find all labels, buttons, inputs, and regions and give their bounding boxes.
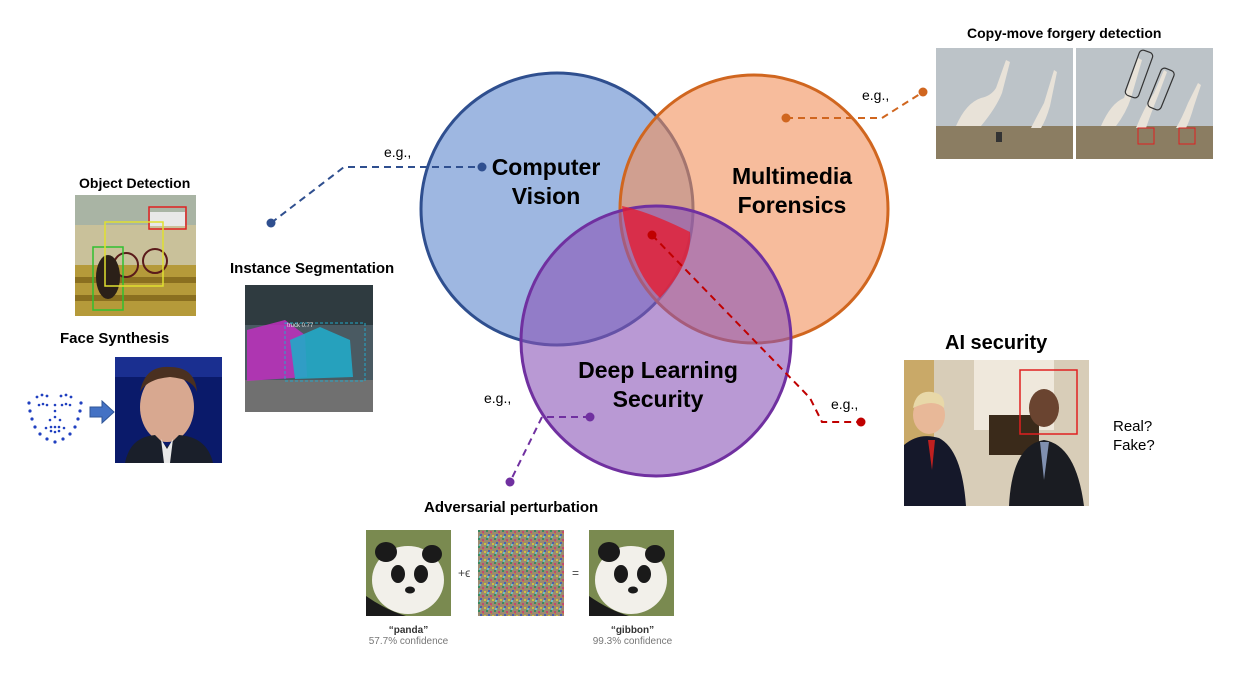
mf-connector-dot-end bbox=[918, 87, 928, 97]
multimedia-forensics-label-line2: Forensics bbox=[737, 192, 847, 218]
panda-label: “panda” bbox=[388, 625, 429, 636]
equals-sign: = bbox=[572, 566, 580, 580]
ai-connector-dot-end bbox=[856, 417, 866, 427]
noise-perturbation-image bbox=[478, 530, 564, 616]
instance-seg-tag: truck 0.77 bbox=[287, 323, 314, 329]
panda-adversarial-image bbox=[589, 530, 674, 616]
dls-connector-dot-end bbox=[505, 477, 515, 487]
instance-segmentation-caption: Instance Segmentation bbox=[230, 260, 395, 277]
plus-epsilon-sign: +ϵ bbox=[458, 566, 471, 580]
object-detection-caption: Object Detection bbox=[79, 175, 191, 191]
panda-original-image bbox=[366, 530, 451, 616]
deep-learning-security-label: Deep Learning Security bbox=[558, 356, 758, 414]
real-question: Real? bbox=[1113, 418, 1153, 435]
cv-eg-label: e.g., bbox=[384, 144, 412, 160]
ai-eg-label: e.g., bbox=[831, 396, 859, 412]
gibbon-confidence: 99.3% confidence bbox=[592, 636, 673, 647]
copy-move-caption: Copy-move forgery detection bbox=[967, 25, 1162, 41]
ai-connector-dot-start bbox=[647, 230, 657, 240]
face-synthesis-image bbox=[115, 357, 222, 463]
deep-learning-security-circle bbox=[519, 204, 793, 478]
ai-security-caption: AI security bbox=[945, 332, 1048, 354]
real-fake-question: Real? Fake? bbox=[1113, 417, 1155, 455]
computer-vision-label-line1: Computer bbox=[491, 154, 601, 180]
object-detection-image bbox=[75, 195, 196, 316]
triple-intersection bbox=[622, 206, 691, 298]
multimedia-forensics-label-line1: Multimedia bbox=[731, 163, 853, 189]
cv-connector-dot-end bbox=[477, 162, 487, 172]
computer-vision-label: Computer Vision bbox=[466, 153, 626, 211]
copy-move-original-image bbox=[936, 48, 1073, 159]
computer-vision-label-line2: Vision bbox=[511, 183, 581, 209]
arrow-right-icon bbox=[89, 400, 115, 424]
copy-move-detected-image bbox=[1076, 48, 1213, 159]
adversarial-caption: Adversarial perturbation bbox=[424, 499, 599, 516]
face-landmarks-icon bbox=[27, 393, 83, 444]
ai-security-image bbox=[904, 360, 1089, 506]
dls-connector-dot-start bbox=[585, 412, 595, 422]
multimedia-forensics-label: Multimedia Forensics bbox=[702, 162, 882, 220]
cv-connector-line bbox=[270, 166, 482, 224]
deep-learning-security-label-line1: Deep Learning bbox=[578, 357, 738, 383]
dls-connector-line bbox=[509, 416, 590, 483]
cv-connector-dot-start bbox=[266, 218, 276, 228]
dls-eg-label: e.g., bbox=[484, 390, 512, 406]
mf-connector-line bbox=[786, 91, 924, 119]
face-synthesis-caption: Face Synthesis bbox=[60, 330, 170, 347]
gibbon-label: “gibbon” bbox=[610, 625, 655, 636]
ai-connector-line bbox=[651, 234, 861, 423]
deep-learning-security-label-line2: Security bbox=[612, 386, 704, 412]
fake-question: Fake? bbox=[1113, 437, 1155, 454]
mf-eg-label: e.g., bbox=[862, 87, 890, 103]
mf-connector-dot-start bbox=[781, 113, 791, 123]
panda-confidence: 57.7% confidence bbox=[368, 636, 449, 647]
gibbon-label-block: “gibbon” 99.3% confidence bbox=[580, 625, 685, 647]
panda-label-block: “panda” 57.7% confidence bbox=[356, 625, 461, 647]
instance-segmentation-image: truck 0.77 bbox=[245, 285, 373, 412]
